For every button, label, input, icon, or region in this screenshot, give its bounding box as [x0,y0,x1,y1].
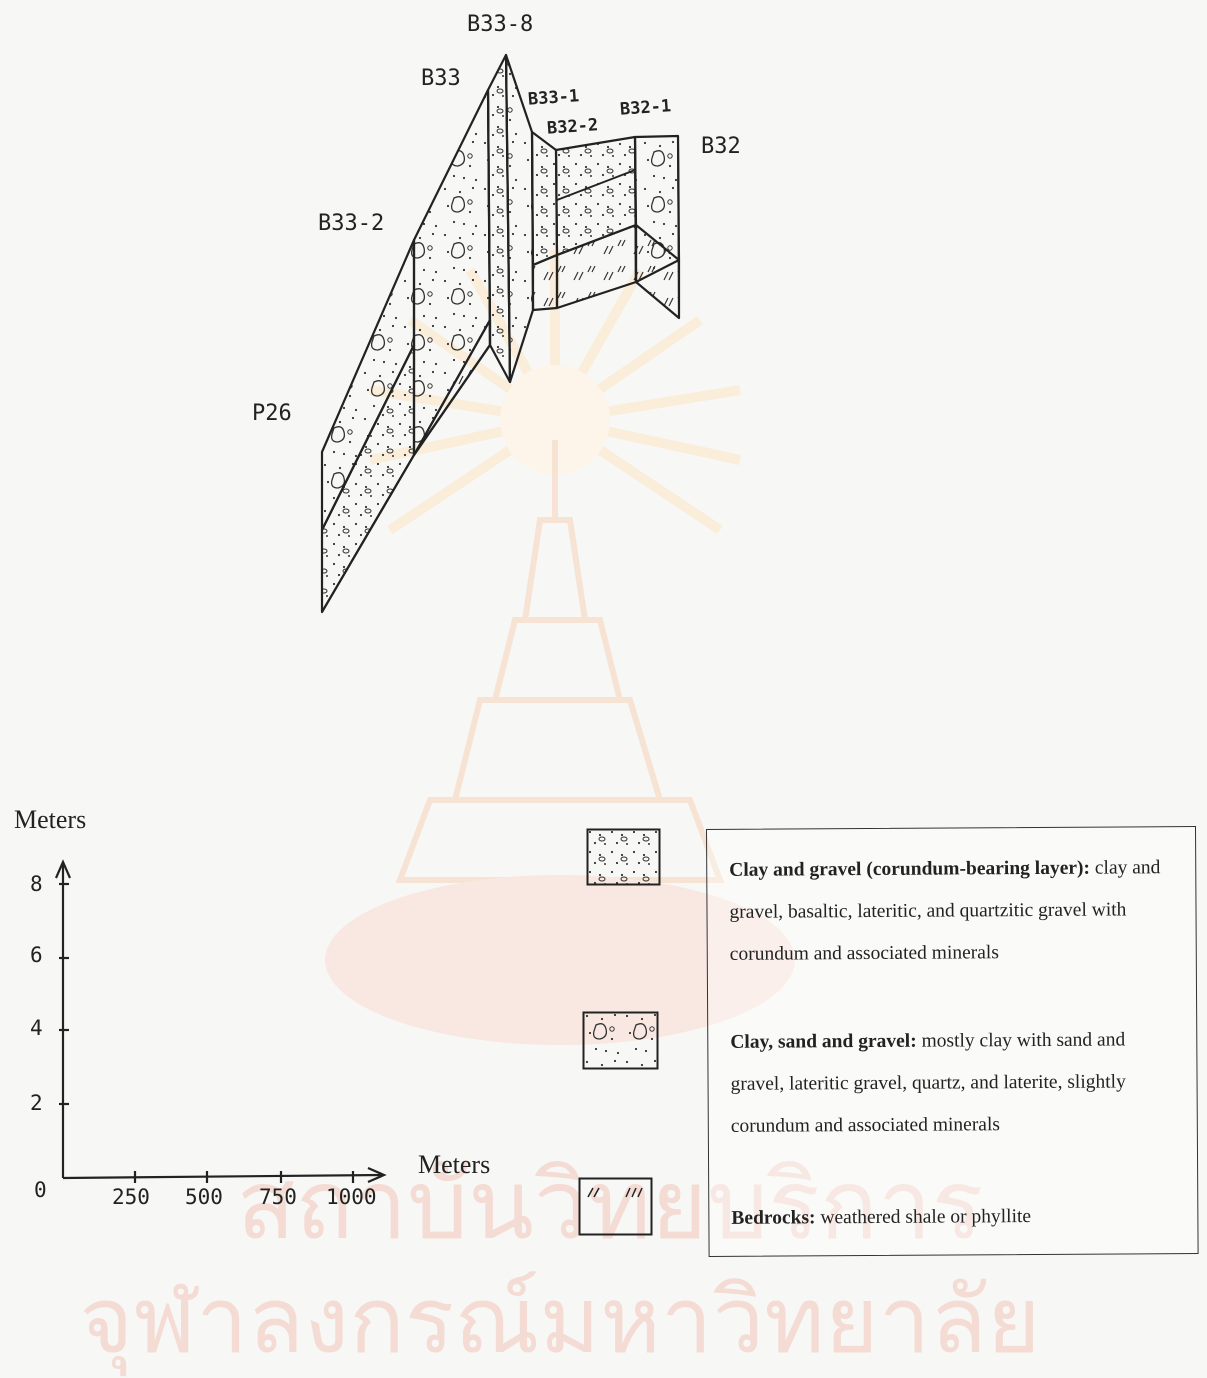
y-tick-label-0: 0 [34,1178,47,1202]
x-tick-label-250: 250 [112,1185,150,1209]
y-tick-label-6: 6 [30,943,43,967]
legend-box: Clay and gravel (corundum-bearing layer)… [706,826,1199,1257]
x-tick-label-750: 750 [259,1185,297,1209]
x-tick-label-500: 500 [185,1185,223,1209]
horizontal-axis-title: Meters [418,1150,490,1180]
legend-entry-clay-sand-gravel: Clay, sand and gravel: mostly clay with … [730,1019,1183,1148]
x-tick-label-1000: 1000 [326,1185,377,1209]
coarse-gravel-icon [582,1011,660,1071]
y-tick-label-4: 4 [30,1016,43,1040]
bedrock-hatch-icon [578,1177,654,1237]
legend-desc-bedrocks: weathered shale or phyllite [820,1206,1031,1228]
legend-name-bedrocks: Bedrocks: [731,1207,815,1229]
legend-name-clay-sand-gravel: Clay, sand and gravel: [730,1031,916,1053]
legend-name-clay-gravel: Clay and gravel (corundum-bearing layer)… [729,858,1090,881]
fine-gravel-icon [586,828,662,886]
legend-entry-clay-gravel: Clay and gravel (corundum-bearing layer)… [729,847,1182,976]
vertical-axis-title: Meters [14,805,86,835]
horizontal-axis-line [63,1175,382,1178]
y-tick-label-8: 8 [30,872,43,896]
y-tick-label-2: 2 [30,1091,43,1115]
legend-entry-bedrocks: Bedrocks: weathered shale or phyllite [731,1195,1183,1240]
